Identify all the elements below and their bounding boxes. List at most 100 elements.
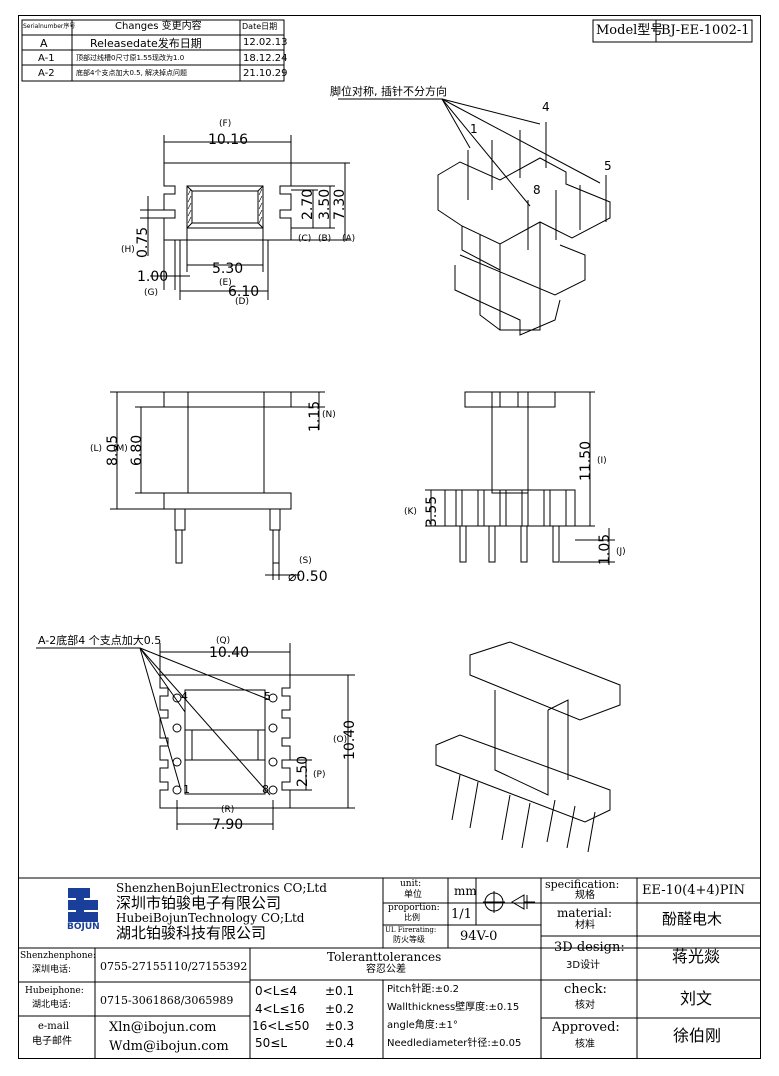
a2-note: A-2底部4 个支点加大0.5 bbox=[38, 634, 162, 647]
dim-label-I: (I) bbox=[597, 456, 607, 466]
dim-value-S: ⌀0.50 bbox=[288, 569, 328, 585]
tolerance-range: 0<L≤4 bbox=[255, 984, 298, 998]
hb-phone-label: Hubeiphone: bbox=[25, 986, 84, 996]
bottom-pin-number: 1 bbox=[183, 783, 190, 796]
proportion-label-cn: 比例 bbox=[404, 913, 420, 922]
ul-value: 94V-0 bbox=[460, 929, 498, 944]
rev-row-date: 21.10.29 bbox=[243, 68, 288, 79]
bojun-logo-icon bbox=[68, 888, 98, 922]
design-label: 3D design: bbox=[554, 940, 625, 955]
bottom-pin-number: 4 bbox=[181, 690, 188, 703]
tolerance-title: Toleranttolerances bbox=[327, 950, 442, 964]
iso-pin-number: 4 bbox=[542, 100, 550, 114]
dim-value-O: 10.40 bbox=[342, 719, 358, 760]
dim-label-Q: (Q) bbox=[216, 636, 231, 646]
dim-label-M: (M) bbox=[113, 444, 128, 454]
sz-phone-value: 0755-27155110/27155392 bbox=[100, 960, 248, 973]
dim-label-L: (L) bbox=[90, 444, 103, 454]
material-label-cn: 材料 bbox=[575, 920, 595, 931]
dim-label-S: (S) bbox=[299, 556, 312, 566]
company-name-en-2: HubeiBojunTechnology CO;Ltd bbox=[116, 911, 305, 925]
tolerance-value: ±0.1 bbox=[325, 984, 355, 998]
tolerance-note: angle角度:±1° bbox=[387, 1020, 458, 1031]
spec-value: EE-10(4+4)PIN bbox=[642, 883, 745, 898]
tolerance-note: Needlediameter针径:±0.05 bbox=[387, 1038, 522, 1049]
iso-view-top bbox=[338, 98, 611, 336]
material-label: material: bbox=[557, 906, 613, 920]
hb-phone-label-cn: 湖北电话: bbox=[32, 1000, 72, 1010]
tolerance-range: 4<L≤16 bbox=[255, 1002, 305, 1016]
email-label: e-mail bbox=[38, 1021, 70, 1032]
iso-pin-number: 5 bbox=[604, 159, 612, 173]
rev-row-change: 顶部过线槽0尺寸原1.55现改为1.0 bbox=[76, 54, 185, 62]
dim-label-J: (J) bbox=[616, 547, 626, 557]
rev-row-date: 12.02.13 bbox=[243, 37, 288, 48]
check-label: check: bbox=[564, 982, 607, 997]
rev-row-date: 18.12.24 bbox=[243, 53, 288, 64]
design-label-cn: 3D设计 bbox=[566, 960, 601, 971]
iso-view-bottom bbox=[435, 641, 621, 853]
email-value: Wdm@ibojun.com bbox=[109, 1039, 229, 1054]
dim-value-P: 2.50 bbox=[295, 755, 311, 787]
unit-label: unit: bbox=[400, 879, 422, 889]
dim-value-G: 1.00 bbox=[137, 269, 169, 285]
dim-label-E: (E) bbox=[219, 278, 232, 288]
model-value: BJ-EE-1002-1 bbox=[661, 23, 750, 38]
tolerance-note: Wallthickness壁厚度:±0.15 bbox=[387, 1002, 520, 1013]
ul-label-cn: 防火等级 bbox=[393, 935, 425, 944]
dim-label-C: (C) bbox=[298, 234, 312, 244]
bottom-pin-number: 5 bbox=[264, 690, 271, 703]
unit-label-cn: 单位 bbox=[404, 890, 423, 900]
dim-value-C: 2.70 bbox=[300, 188, 316, 220]
company-name-cn-2: 湖北铂骏科技有限公司 bbox=[116, 924, 267, 942]
dim-value-J: 1.05 bbox=[597, 533, 613, 565]
logo-text: BOJUN bbox=[67, 922, 100, 932]
dim-value-I: 11.50 bbox=[578, 440, 594, 481]
material-value: 酚醛电木 bbox=[662, 910, 723, 928]
company-name-cn-1: 深圳市铂骏电子有限公司 bbox=[116, 894, 282, 912]
check-value: 刘文 bbox=[680, 989, 713, 1008]
dim-value-Q: 10.40 bbox=[209, 645, 250, 661]
bottom-view-drawing bbox=[36, 643, 355, 830]
dim-label-R: (R) bbox=[221, 805, 235, 815]
dim-label-D: (D) bbox=[235, 297, 249, 307]
side-view-drawing bbox=[425, 391, 615, 565]
company-name-en-1: ShenzhenBojunElectronics CO;Ltd bbox=[116, 881, 327, 895]
title-block-grid bbox=[18, 877, 761, 1059]
spec-label: specification: bbox=[545, 878, 620, 891]
tolerance-range: 50≤L bbox=[255, 1036, 288, 1050]
rev-header-serial: Serialnumber序号 bbox=[23, 23, 76, 30]
spec-label-cn: 规格 bbox=[575, 890, 595, 901]
dim-label-A: (A) bbox=[342, 234, 356, 244]
ul-label: UL Firerating: bbox=[385, 926, 437, 934]
dim-label-O: (O) bbox=[333, 735, 348, 745]
email-label-cn: 电子邮件 bbox=[32, 1036, 72, 1047]
top-view-drawing bbox=[140, 135, 350, 300]
dim-label-B: (B) bbox=[318, 234, 332, 244]
tolerance-value: ±0.3 bbox=[325, 1019, 355, 1033]
approved-value: 徐伯刚 bbox=[673, 1026, 722, 1045]
rev-row-change: 底部4个支点加大0.5, 解决掉点问题 bbox=[76, 69, 188, 77]
iso-pin-number: 8 bbox=[533, 183, 541, 197]
rev-row-change: Releasedate发布日期 bbox=[90, 37, 202, 50]
sz-phone-label: Shenzhenphone: bbox=[20, 951, 96, 961]
dim-value-F: 10.16 bbox=[208, 132, 249, 148]
sz-phone-label-cn: 深圳电话: bbox=[32, 965, 72, 975]
bottom-pin-number: 8 bbox=[262, 783, 269, 796]
dim-value-K: 3.55 bbox=[424, 495, 440, 527]
email-value: Xln@ibojun.com bbox=[109, 1020, 217, 1035]
pin-note: 脚位对称, 插针不分方向 bbox=[330, 85, 447, 98]
company-logo: BOJUN bbox=[64, 888, 102, 934]
rev-row-serial: A-2 bbox=[38, 68, 55, 79]
front-view-drawing bbox=[110, 391, 325, 580]
dim-value-R: 7.90 bbox=[212, 817, 244, 833]
dim-value-N: 1.15 bbox=[307, 400, 323, 432]
hb-phone-value: 0715-3061868/3065989 bbox=[100, 994, 234, 1007]
revision-table-grid bbox=[21, 19, 285, 82]
dim-value-E: 5.30 bbox=[212, 261, 244, 277]
dim-value-B: 3.50 bbox=[317, 188, 333, 220]
check-label-cn: 核对 bbox=[575, 1000, 595, 1011]
dim-label-P: (P) bbox=[313, 770, 326, 780]
dim-label-H: (H) bbox=[121, 245, 135, 255]
